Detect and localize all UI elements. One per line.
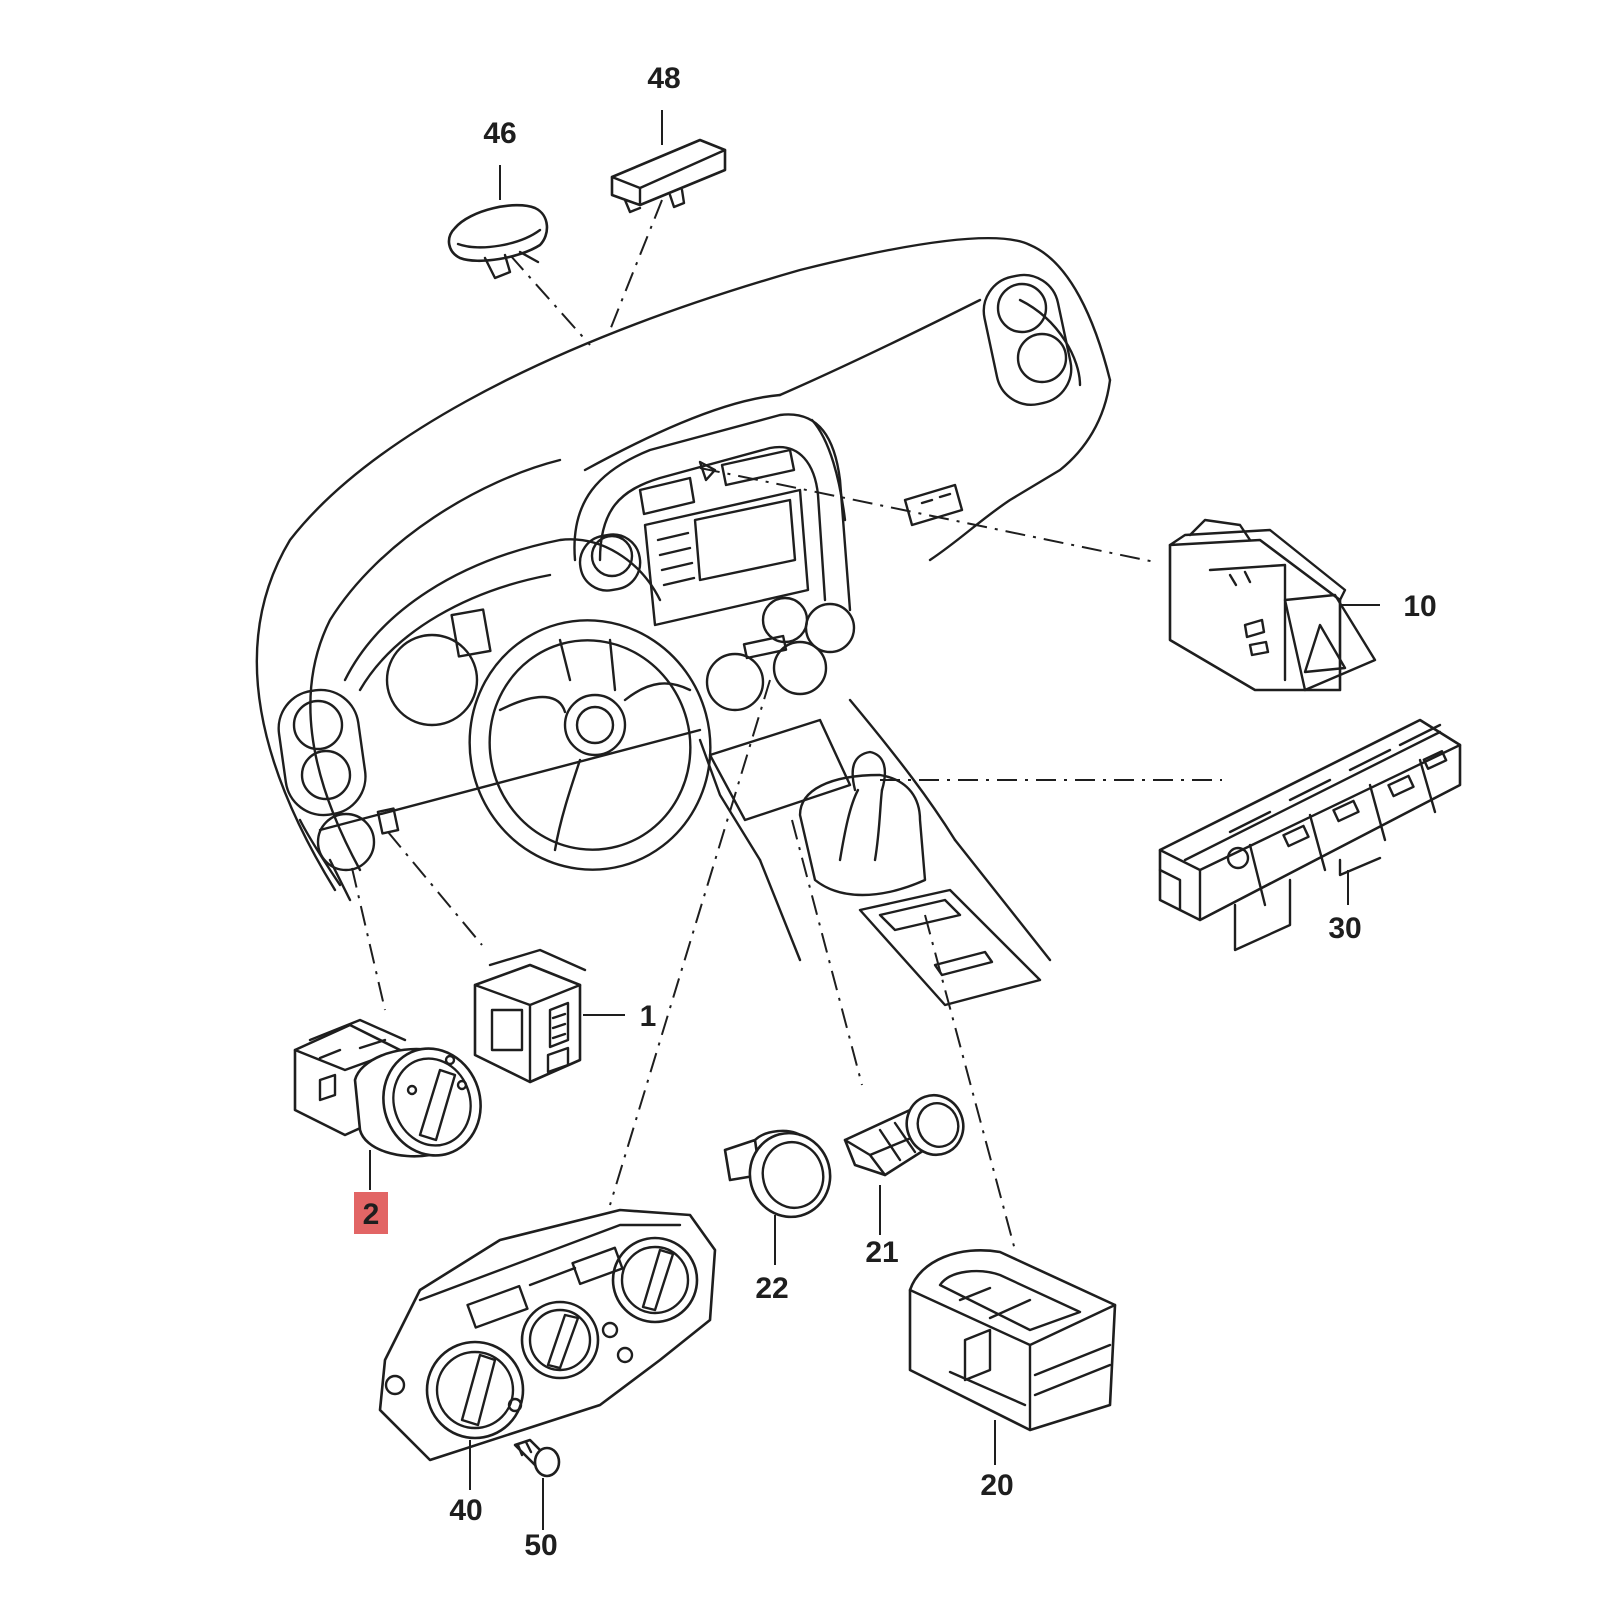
center-console xyxy=(573,413,1052,1007)
callout-40: 40 xyxy=(449,1494,482,1527)
callout-30: 30 xyxy=(1328,912,1361,945)
part-48-button xyxy=(610,138,727,214)
callout-21: 21 xyxy=(865,1236,898,1269)
callout-10: 10 xyxy=(1403,590,1436,623)
part-22-ring xyxy=(723,1129,832,1265)
callout-50: 50 xyxy=(524,1529,557,1562)
callout-20: 20 xyxy=(980,1469,1013,1502)
part-2-light-switch xyxy=(293,1018,482,1190)
callout-48: 48 xyxy=(647,62,680,95)
dashboard-outline xyxy=(255,236,1112,902)
part-30-switch-panel xyxy=(1158,718,1462,952)
callout-46: 46 xyxy=(483,117,516,150)
part-10-hazard-switch xyxy=(1168,518,1377,692)
callout-2: 2 xyxy=(363,1198,380,1231)
part-21-socket xyxy=(843,1093,965,1235)
callout-22: 22 xyxy=(755,1272,788,1305)
part-20-tray xyxy=(908,1249,1117,1465)
part-1-switch xyxy=(473,948,625,1084)
part-50-screw xyxy=(513,1438,561,1530)
steering-wheel xyxy=(468,619,712,871)
callout-1: 1 xyxy=(640,1000,657,1033)
highlight-box-2 xyxy=(354,1192,388,1234)
part-46-button xyxy=(447,203,549,280)
leader-lines xyxy=(351,199,1222,1251)
part-40-climate-control xyxy=(378,1208,717,1490)
